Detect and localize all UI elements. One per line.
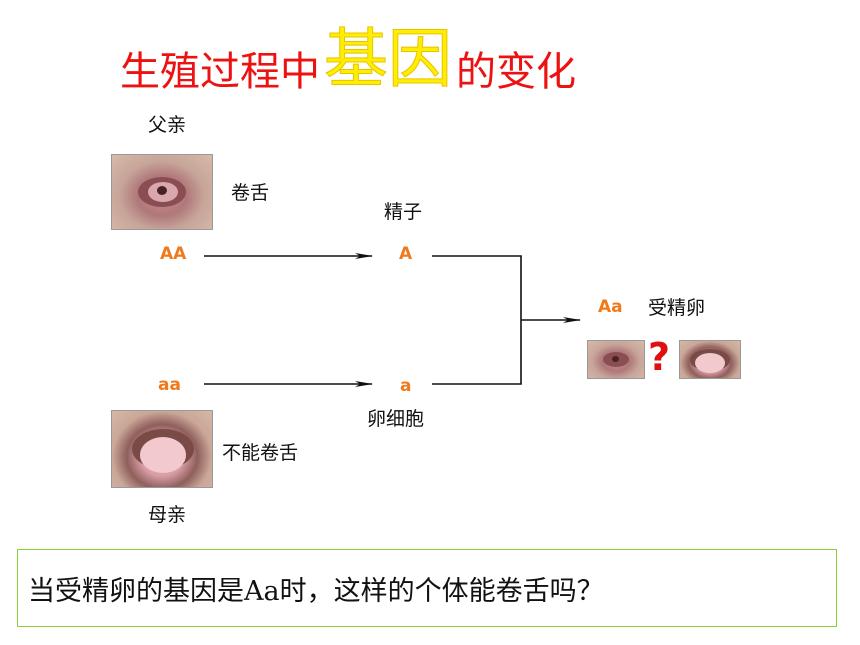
title-part2: 的变化 (456, 49, 576, 95)
question-text: 当受精卵的基因是Aa时，这样的个体能卷舌吗？ (28, 575, 604, 607)
page-title: 生殖过程中 基因 的变化 (120, 12, 576, 97)
father-trait: 卷舌 (231, 182, 270, 204)
mother-trait: 不能卷舌 (222, 442, 299, 464)
question-mark: ? (648, 335, 671, 379)
zygote-flat-tongue-photo (679, 340, 741, 379)
title-highlight: 基因 (324, 23, 453, 97)
mother-heading: 母亲 (148, 504, 187, 526)
father-heading: 父亲 (148, 114, 187, 136)
title-part1: 生殖过程中 (120, 49, 320, 95)
egg-gene: a (400, 376, 412, 396)
zygote-label: 受精卵 (648, 297, 706, 319)
egg-label: 卵细胞 (367, 408, 425, 430)
father-genotype: AA (160, 244, 187, 264)
zygote-genotype: Aa (598, 297, 623, 317)
zygote-rolled-tongue-photo (587, 340, 645, 379)
sperm-gene: A (399, 244, 413, 264)
sperm-label: 精子 (384, 201, 423, 223)
mother-flat-tongue-photo (111, 410, 213, 488)
question-box: 当受精卵的基因是Aa时，这样的个体能卷舌吗？ (17, 549, 837, 627)
gamete-join-bracket (432, 255, 522, 385)
mother-genotype: aa (158, 375, 181, 395)
father-rolled-tongue-photo (111, 154, 213, 230)
